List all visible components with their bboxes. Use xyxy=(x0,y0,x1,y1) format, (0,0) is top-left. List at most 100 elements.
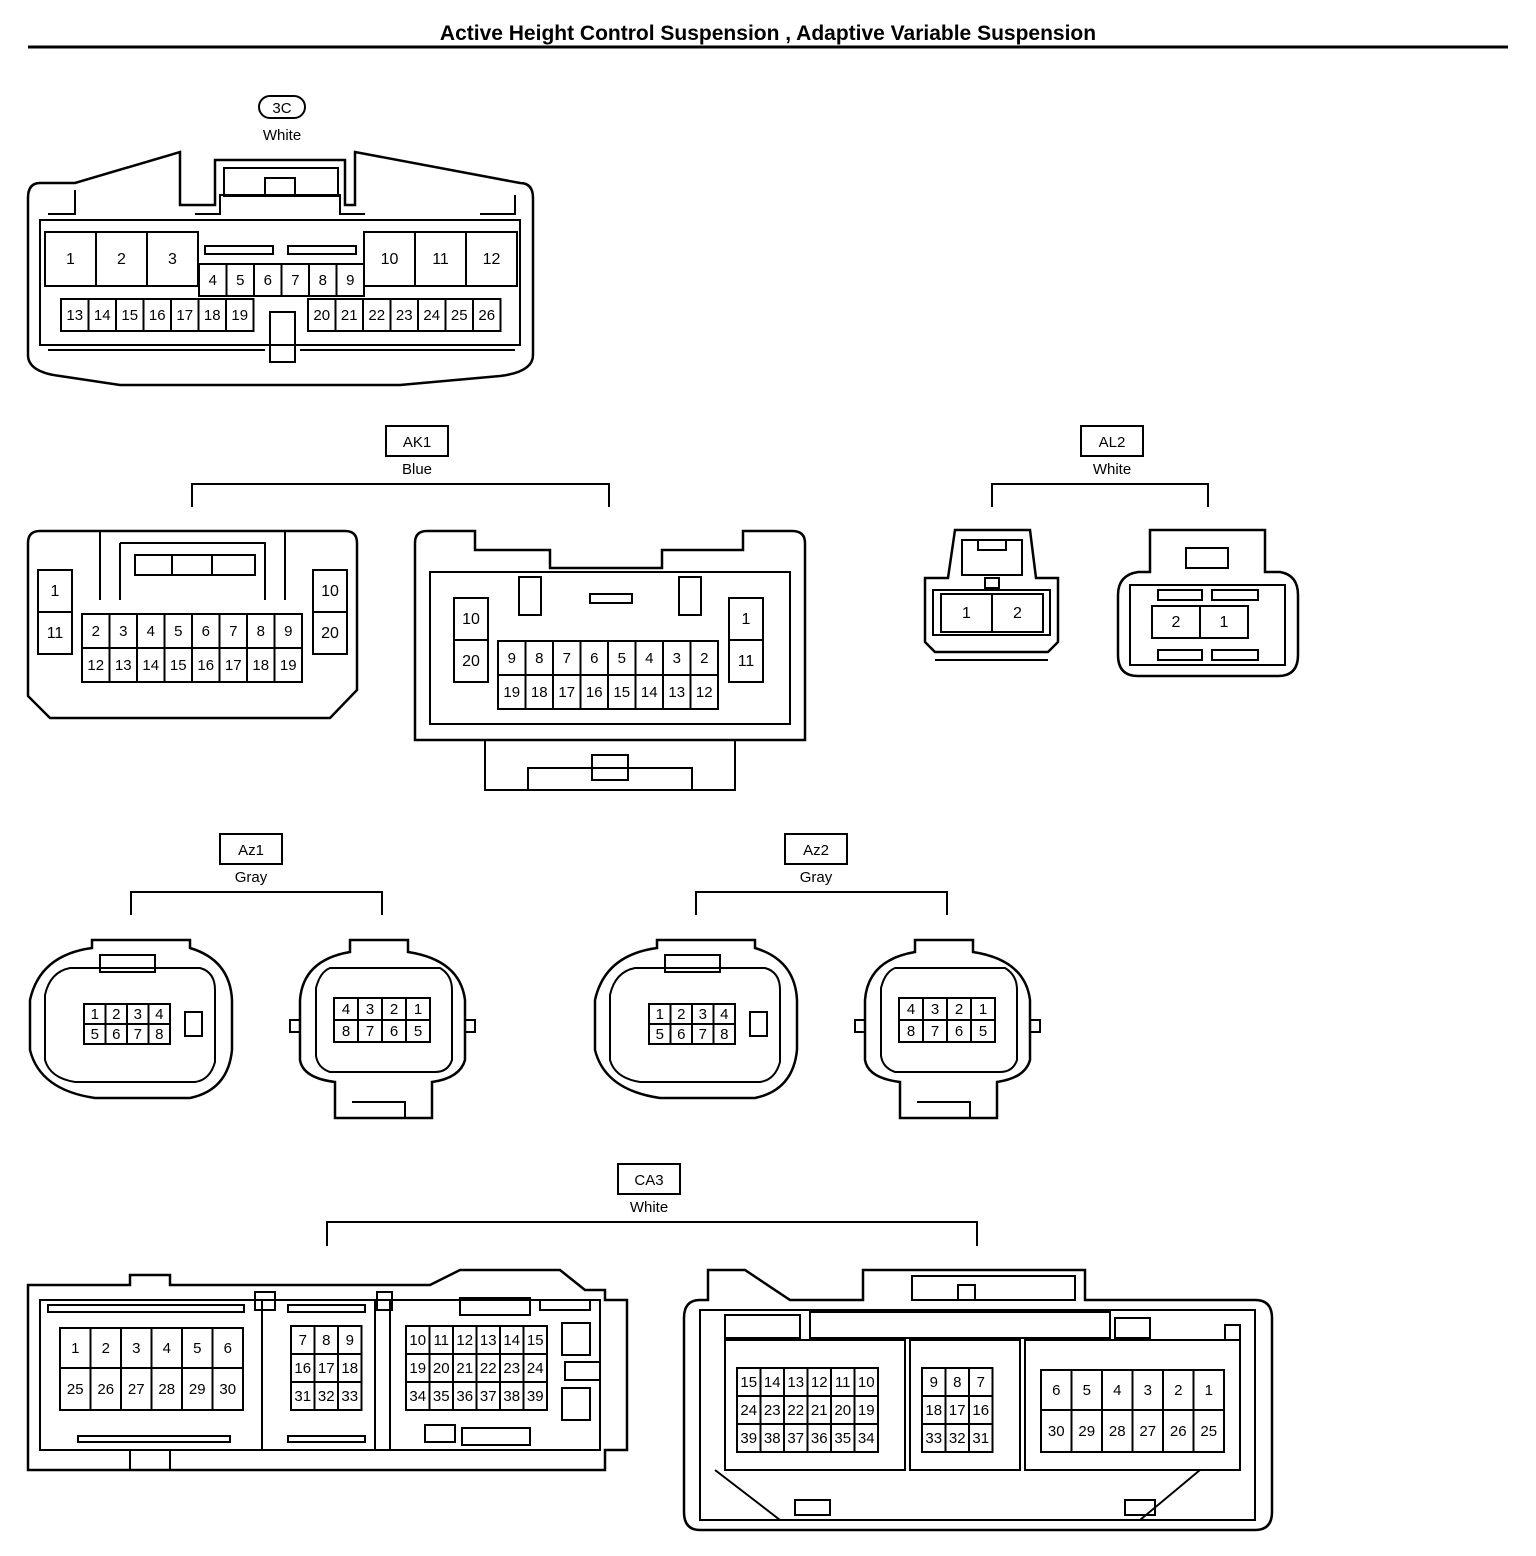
pin-label: 31 xyxy=(972,1430,989,1447)
pin-label: 16 xyxy=(972,1402,989,1419)
pin-cavity xyxy=(728,597,764,641)
pin-label: 20 xyxy=(462,653,480,670)
connector-color: Gray xyxy=(800,869,833,886)
pin-label: 9 xyxy=(346,1332,354,1349)
ak1-male-tab xyxy=(678,576,702,616)
pin-label: 12 xyxy=(696,684,713,701)
pin-label: 29 xyxy=(1078,1423,1095,1440)
pin-label: 9 xyxy=(284,623,292,640)
ca3-female-detail xyxy=(39,1291,601,1470)
pin-cavity xyxy=(211,1367,244,1411)
pin-cavity xyxy=(312,611,348,655)
pin-label: 36 xyxy=(456,1388,473,1405)
pin-label: 8 xyxy=(319,272,327,289)
pin-label: 18 xyxy=(252,657,269,674)
pin-label: 6 xyxy=(590,650,598,667)
pin-label: 3 xyxy=(931,1001,939,1018)
pin-label: 7 xyxy=(699,1026,707,1043)
pair-bracket xyxy=(326,1221,978,1246)
pin-label: 12 xyxy=(456,1332,473,1349)
connector-color: Blue xyxy=(402,461,432,478)
al2-female-latch xyxy=(977,539,1007,551)
ca3-male-detail xyxy=(699,1275,1256,1521)
pin-label: 10 xyxy=(409,1332,426,1349)
pin-cavity xyxy=(1192,1369,1225,1411)
az1-male-housing xyxy=(298,938,467,1120)
pin-label: 22 xyxy=(368,307,385,324)
pin-label: 1 xyxy=(414,1001,422,1018)
pin-label: 35 xyxy=(834,1430,851,1447)
pin-label: 15 xyxy=(740,1374,757,1391)
pin-label: 28 xyxy=(1109,1423,1126,1440)
pin-cavity xyxy=(1131,1409,1164,1453)
pin-label: 2 xyxy=(1172,614,1181,631)
pin-cavity xyxy=(607,640,637,676)
pin-cavity xyxy=(95,231,148,287)
al2-female-housing xyxy=(923,528,1060,654)
pin-label: 33 xyxy=(341,1388,358,1405)
pin-cavity xyxy=(197,298,227,332)
pin-label: 6 xyxy=(390,1023,398,1040)
pin-label: 25 xyxy=(1200,1423,1217,1440)
pin-label: 11 xyxy=(432,251,449,268)
pin-cavity xyxy=(334,298,364,332)
lock-tab xyxy=(223,167,339,197)
pin-label: 1 xyxy=(91,1006,99,1023)
connector-color: White xyxy=(1093,461,1131,478)
connector-code-box xyxy=(617,1163,681,1195)
pin-cavity xyxy=(607,674,637,710)
pin-label: 10 xyxy=(321,583,339,600)
pin-label: 21 xyxy=(341,307,358,324)
pin-label: 3 xyxy=(699,1006,707,1023)
pin-label: 26 xyxy=(97,1381,114,1398)
pin-label: 39 xyxy=(740,1430,757,1447)
pin-label: 4 xyxy=(147,623,155,640)
pin-label: 23 xyxy=(503,1360,520,1377)
pin-label: 25 xyxy=(451,307,468,324)
pin-label: 13 xyxy=(66,307,83,324)
pin-label: 23 xyxy=(396,307,413,324)
pin-cavity xyxy=(142,298,172,332)
pin-label: 19 xyxy=(280,657,297,674)
pin-label: 20 xyxy=(433,1360,450,1377)
pin-label: 30 xyxy=(219,1381,236,1398)
pin-label: 4 xyxy=(342,1001,350,1018)
pin-label: 36 xyxy=(811,1430,828,1447)
pin-label: 1 xyxy=(1205,1382,1213,1399)
pin-label: 19 xyxy=(858,1402,875,1419)
pin-label: 7 xyxy=(563,650,571,667)
pin-label: 15 xyxy=(613,684,630,701)
az2-female-housing xyxy=(593,938,799,1100)
pin-label: 21 xyxy=(811,1402,828,1419)
pin-label: 18 xyxy=(925,1402,942,1419)
pin-label: 34 xyxy=(858,1430,875,1447)
ak1-male-skirt xyxy=(484,740,736,791)
pin-cavity xyxy=(968,1423,994,1453)
pin-cavity xyxy=(335,263,365,297)
pair-bracket xyxy=(695,891,948,915)
pin-label: 1 xyxy=(1220,614,1229,631)
pin-cavity xyxy=(191,647,221,683)
pin-cavity xyxy=(115,298,145,332)
pin-label: 4 xyxy=(155,1006,163,1023)
pin-cavity xyxy=(853,1423,879,1453)
pin-label: 5 xyxy=(174,623,182,640)
connector-housing xyxy=(26,150,535,387)
pin-label: 5 xyxy=(618,650,626,667)
pin-label: 6 xyxy=(202,623,210,640)
pin-cavity xyxy=(522,1381,548,1411)
connector-code: AK1 xyxy=(403,434,431,451)
pin-label: 20 xyxy=(834,1402,851,1419)
pin-cavity xyxy=(524,640,554,676)
pin-cavity xyxy=(37,611,73,655)
pin-cavity xyxy=(991,593,1044,633)
pin-label: 2 xyxy=(92,623,100,640)
pin-label: 12 xyxy=(811,1374,828,1391)
pin-cavity xyxy=(147,1023,171,1045)
pin-label: 1 xyxy=(51,583,60,600)
az2-male-detail xyxy=(854,967,1041,1118)
pin-label: 16 xyxy=(149,307,166,324)
